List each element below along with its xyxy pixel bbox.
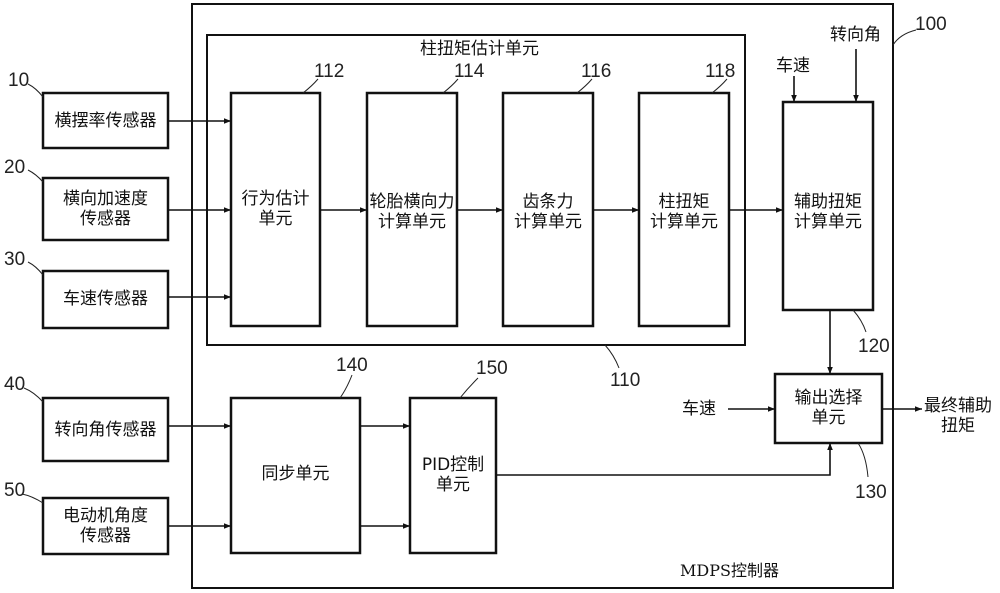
- leader-140: [339, 374, 353, 399]
- mdps-controller-title: MDPS控制器: [680, 561, 779, 580]
- leader-112: [302, 78, 319, 94]
- leader-100: [892, 29, 917, 46]
- motor-angle-sensor-label: 电动机角度传感器: [63, 506, 148, 546]
- vehicle-speed-input-label-side: 车速: [682, 399, 716, 419]
- ref-50: 50: [4, 480, 26, 501]
- ref-116: 116: [581, 61, 612, 82]
- vehicle-speed-sensor-label: 车速传感器: [63, 289, 148, 309]
- ref-150: 150: [476, 358, 508, 379]
- leader-10: [27, 83, 44, 98]
- ref-10: 10: [8, 70, 30, 91]
- ref-140: 140: [336, 355, 368, 376]
- behavior-estimation-label: 行为估计单元: [241, 189, 310, 229]
- leader-20: [27, 169, 44, 183]
- mdps-controller-box: [191, 3, 894, 589]
- vehicle-speed-sensor-box: [41, 269, 170, 330]
- ref-100: 100: [915, 14, 947, 35]
- leader-40: [23, 387, 44, 403]
- column-torque-calc-label: 柱扭矩计算单元: [650, 192, 718, 232]
- leader-120: [852, 309, 867, 333]
- synchronization-label: 同步单元: [261, 464, 330, 484]
- ref-118: 118: [705, 61, 736, 82]
- ref-114: 114: [454, 61, 485, 82]
- motor-angle-sensor-box: [41, 496, 170, 556]
- leader-150: [459, 377, 479, 399]
- leader-114: [442, 78, 459, 94]
- rack-force-label: 齿条力计算单元: [514, 192, 582, 232]
- synchronization-box: [229, 396, 362, 555]
- tire-lateral-force-label: 轮胎横向力计算单元: [369, 192, 455, 232]
- behavior-estimation-box: [229, 91, 322, 328]
- leader-130: [857, 442, 869, 478]
- ref-110: 110: [610, 370, 641, 391]
- column-torque-estimation-title: 柱扭矩估计单元: [420, 39, 539, 59]
- output-selection-label: 输出选择单元: [794, 388, 863, 428]
- lateral-accel-sensor-box: [41, 176, 170, 242]
- leader-30: [27, 261, 44, 276]
- vehicle-speed-input-label-top: 车速: [776, 56, 810, 76]
- ref-30: 30: [4, 249, 26, 270]
- assist-torque-calc-label: 辅助扭矩计算单元: [794, 192, 862, 232]
- steering-angle-sensor-box: [41, 396, 170, 463]
- pid-control-label: PID控制单元: [421, 455, 485, 495]
- ref-120: 120: [858, 336, 890, 357]
- final-assist-torque-label: 最终辅助扭矩: [924, 396, 992, 436]
- ref-20: 20: [4, 157, 26, 178]
- leader-118: [711, 78, 728, 94]
- tire-lateral-force-box: [365, 91, 459, 328]
- ref-40: 40: [4, 374, 26, 395]
- ref-112: 112: [314, 61, 345, 82]
- leader-50: [21, 493, 44, 504]
- ref-130: 130: [855, 482, 887, 503]
- arrow-pid-to-output: [496, 443, 833, 476]
- leader-116: [576, 78, 593, 94]
- leader-110: [604, 344, 620, 369]
- steering-angle-sensor-label: 转向角传感器: [54, 420, 157, 440]
- lateral-accel-sensor-label: 横向加速度传感器: [63, 189, 148, 229]
- assist-torque-calc-box: [781, 100, 875, 312]
- steering-angle-input-label: 转向角: [830, 25, 881, 45]
- column-torque-estimation-box: [206, 34, 746, 346]
- yaw-rate-sensor-label: 横摆率传感器: [54, 111, 157, 131]
